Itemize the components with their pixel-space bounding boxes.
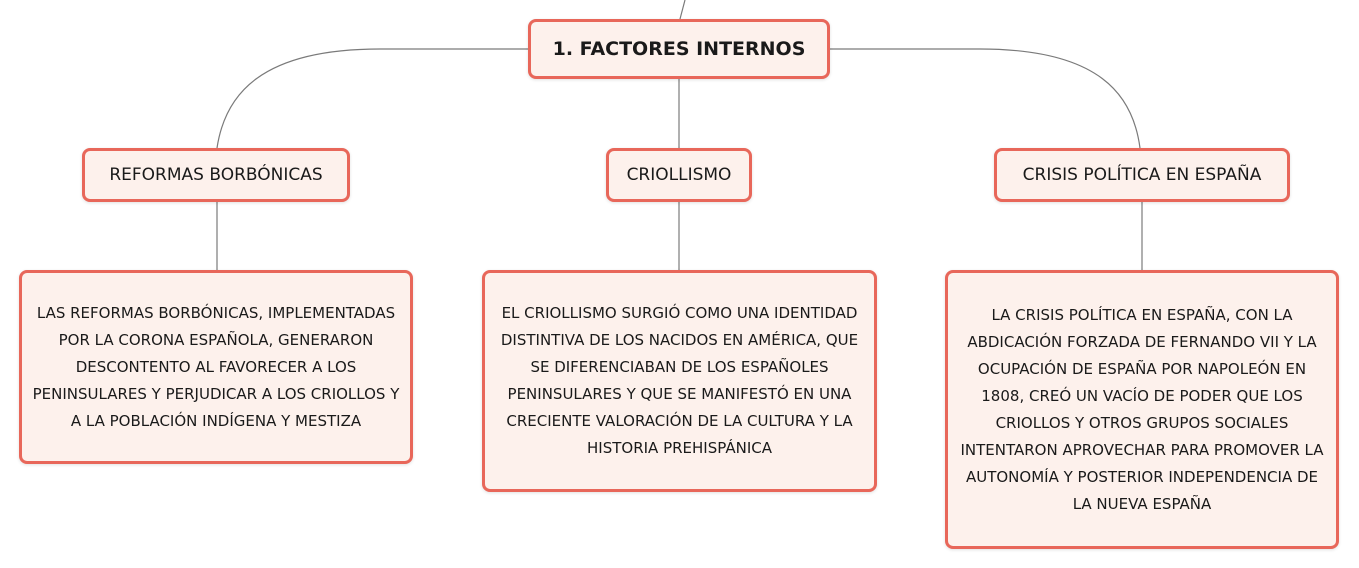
topic-label: CRISIS POLÍTICA EN ESPAÑA [1022,165,1262,185]
detail-node-criollismo[interactable]: EL CRIOLLISMO SURGIÓ COMO UNA IDENTIDAD … [482,270,877,492]
connector-root-to-reformas [216,48,528,149]
connector-parent-to-root [679,0,686,20]
topic-label: REFORMAS BORBÓNICAS [109,165,323,185]
topic-label: CRIOLLISMO [626,165,732,185]
topic-node-criollismo[interactable]: CRIOLLISMO [606,148,752,202]
root-topic-node[interactable]: 1. FACTORES INTERNOS [528,19,830,79]
detail-node-crisis-politica[interactable]: LA CRISIS POLÍTICA EN ESPAÑA, CON LA ABD… [945,270,1339,549]
detail-text: LAS REFORMAS BORBÓNICAS, IMPLEMENTADAS P… [32,303,400,430]
topic-node-crisis-politica[interactable]: CRISIS POLÍTICA EN ESPAÑA [994,148,1290,202]
detail-text: LA CRISIS POLÍTICA EN ESPAÑA, CON LA ABD… [960,305,1324,513]
topic-node-reformas-borbonicas[interactable]: REFORMAS BORBÓNICAS [82,148,350,202]
detail-node-reformas-borbonicas[interactable]: LAS REFORMAS BORBÓNICAS, IMPLEMENTADAS P… [19,270,413,464]
detail-text: EL CRIOLLISMO SURGIÓ COMO UNA IDENTIDAD … [500,304,859,457]
root-topic-title: 1. FACTORES INTERNOS [552,38,806,60]
connector-root-to-crisis [830,48,1141,149]
